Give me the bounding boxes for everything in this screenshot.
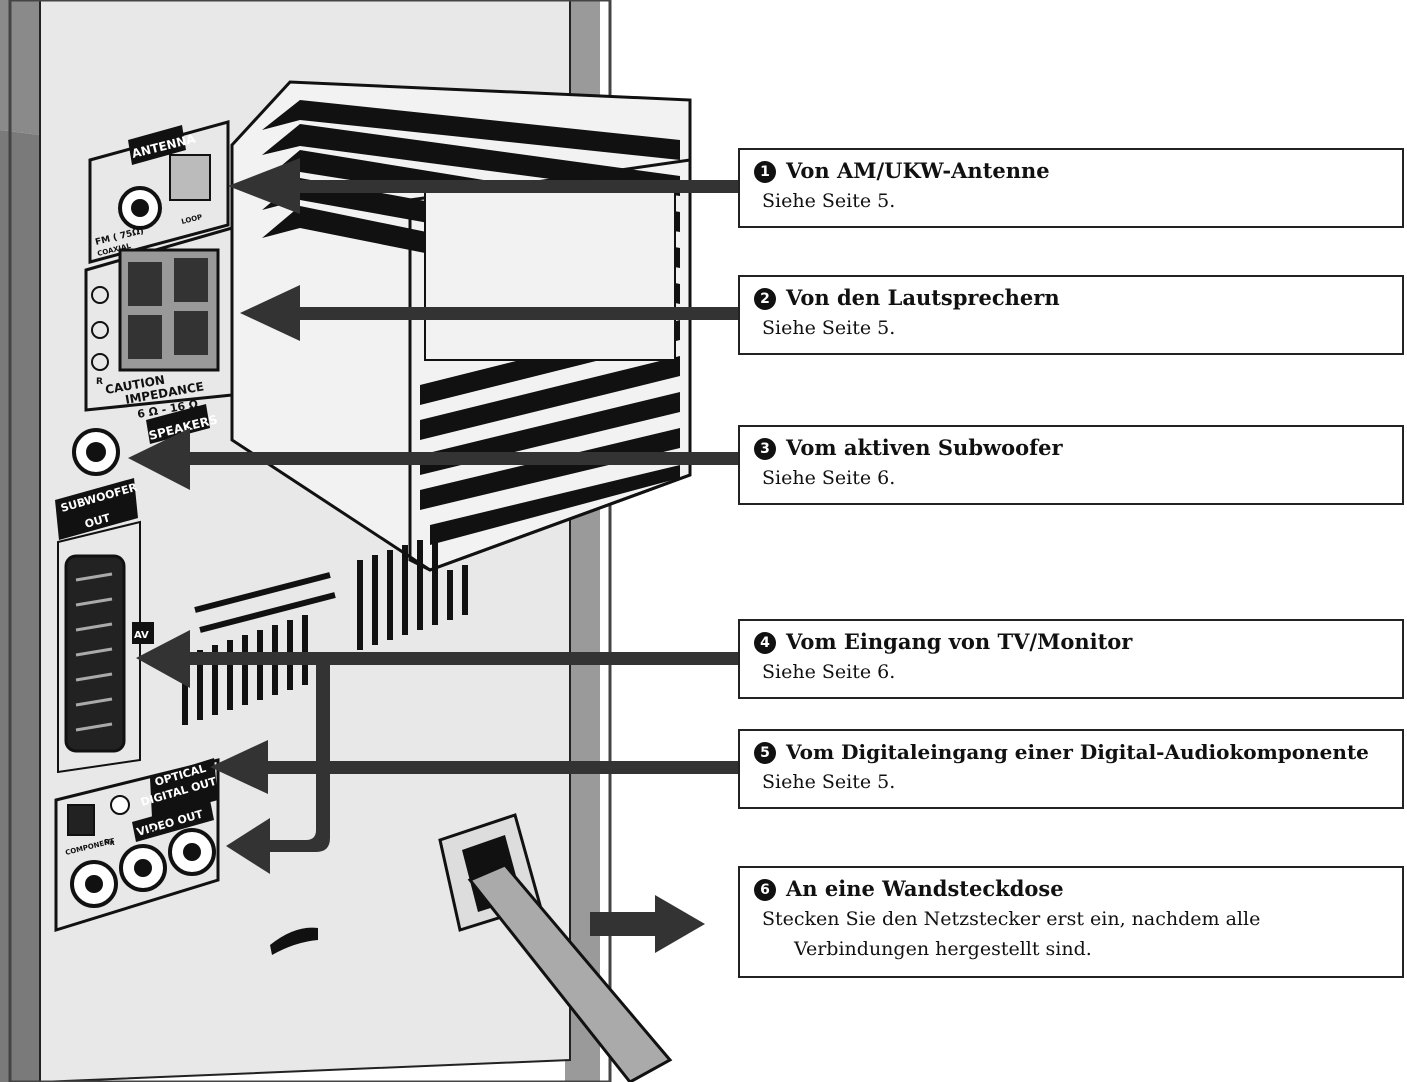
callout-text: Stecken Sie den Netzstecker erst ein, na… (762, 908, 1261, 930)
y-label: Y (199, 815, 206, 824)
callout-title-text: An eine Wandsteckdose (786, 876, 1064, 901)
callout-number-4: 4 (754, 632, 776, 654)
av-label: AV (134, 630, 149, 641)
callout-title-text: Vom aktiven Subwoofer (786, 435, 1063, 460)
callout-subwoofer: 3 Vom aktiven Subwoofer Siehe Seite 6. (738, 425, 1404, 505)
callout-digital-audio: 5 Vom Digitaleingang einer Digital-Audiok… (738, 729, 1404, 809)
callout-number-6: 6 (754, 879, 776, 901)
callout-text: Siehe Seite 6. (762, 467, 896, 489)
loop-terminal (169, 154, 211, 201)
callout-title-text: Von AM/UKW-Antenne (786, 158, 1050, 183)
scart-socket (64, 554, 126, 753)
arrow-4-branch (270, 658, 330, 852)
callout-title: 6 An eine Wandsteckdose (754, 874, 1388, 904)
power-cord (467, 863, 673, 1082)
optical-jack (67, 804, 95, 836)
arrow-6-head (655, 895, 705, 953)
callout-wall-outlet: 6 An eine Wandsteckdose Stecken Sie den N… (738, 866, 1404, 978)
arrow-2-head (240, 285, 300, 341)
callout-text-continued: Verbindungen hergestellt sind. (794, 938, 1092, 960)
callout-title: 3 Vom aktiven Subwoofer (754, 433, 1388, 463)
callout-arrows (128, 158, 738, 953)
speakers-panel: R CAUTION IMPEDANCE 6 Ω - 16 Ω SPEAKERS (84, 226, 234, 444)
cabinet-side (0, 130, 40, 1082)
arrow-4-head (136, 630, 190, 688)
callout-title: 2 Von den Lautsprechern (754, 283, 1388, 313)
callout-title-text: Vom Eingang von TV/Monitor (786, 629, 1133, 654)
callout-title-text: Von den Lautsprechern (786, 285, 1060, 310)
heatsink-face (408, 158, 692, 572)
cabinet-top-left (0, 0, 40, 135)
callout-number-3: 3 (754, 438, 776, 460)
arrow-3-head (128, 428, 190, 490)
antenna-panel: ANTENNA FM ( 75Ω) COAXIAL LOOP (88, 120, 230, 264)
callout-title: 4 Vom Eingang von TV/Monitor (754, 627, 1388, 657)
callout-number-5: 5 (754, 742, 776, 764)
r-label: R (96, 377, 103, 387)
ac-inlet (438, 813, 673, 1082)
callout-text: Siehe Seite 5. (762, 771, 896, 793)
callout-text: Siehe Seite 6. (762, 661, 896, 683)
callout-tv-monitor: 4 Vom Eingang von TV/Monitor Siehe Seite … (738, 619, 1404, 699)
callout-title-text: Vom Digitaleingang einer Digital-Audioko… (786, 740, 1369, 764)
callout-speakers: 2 Von den Lautsprechern Siehe Seite 5. (738, 275, 1404, 355)
panel-outline (8, 0, 612, 1082)
callout-number-1: 1 (754, 161, 776, 183)
av-connector: AV (57, 520, 154, 774)
callout-text: Siehe Seite 5. (762, 190, 896, 212)
callout-title: 1 Von AM/UKW-Antenne (754, 156, 1388, 186)
arrow-5-head (210, 740, 268, 794)
handle-slot (270, 927, 318, 955)
callout-text: Siehe Seite 5. (762, 317, 896, 339)
callout-antenna: 1 Von AM/UKW-Antenne Siehe Seite 5. (738, 148, 1404, 228)
heatsink-window (424, 189, 676, 361)
arrow-4-branch-head (226, 818, 270, 874)
arrow-1-head (228, 158, 300, 214)
pr-label: Pʀ (104, 838, 115, 847)
callout-number-2: 2 (754, 288, 776, 310)
callout-title: 5 Vom Digitaleingang einer Digital-Audiok… (754, 737, 1388, 767)
pb-label: Pв (150, 828, 161, 837)
